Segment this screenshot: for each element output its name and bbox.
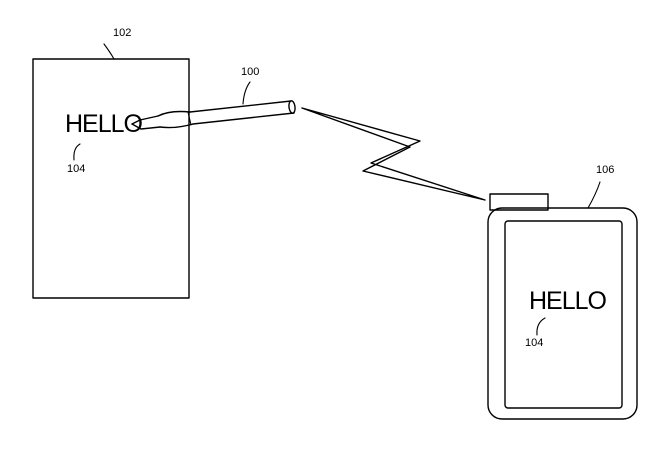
stylus-barrel-upper (189, 100, 292, 113)
device-handwritten-text: HELLO (529, 287, 607, 315)
wireless-signal-bolt (301, 107, 486, 201)
surface-ref-number: 102 (113, 27, 131, 39)
device-ref-number: 106 (596, 164, 614, 176)
stylus-tip-lower (131, 123, 161, 130)
device-body (487, 207, 638, 420)
stylus-grip-lower (159, 123, 194, 129)
stylus-ref-leader (242, 81, 251, 105)
stylus-end-cap (288, 100, 296, 114)
stylus-grip-ring (187, 111, 192, 126)
device-text-ref-number: 104 (525, 337, 543, 349)
surface-handwritten-text: HELLO (65, 110, 143, 138)
stylus-grip-upper (157, 110, 191, 117)
device-screen (504, 220, 623, 409)
stylus-barrel-lower (192, 112, 295, 125)
surface-ref-leader (103, 43, 115, 60)
writing-surface: HELLO 104 102 (32, 27, 190, 299)
device-text-leader (536, 317, 546, 336)
device-top-tab (489, 193, 549, 211)
receiving-device: HELLO 104 106 (487, 164, 638, 420)
surface-text-leader (73, 143, 81, 161)
surface-text-ref-number: 104 (67, 163, 85, 175)
surface-outline (32, 58, 190, 299)
stylus-ref-number: 100 (241, 66, 259, 78)
stylus-tip (131, 115, 159, 125)
stylus: 100 (131, 66, 296, 130)
device-ref-leader (587, 181, 601, 209)
